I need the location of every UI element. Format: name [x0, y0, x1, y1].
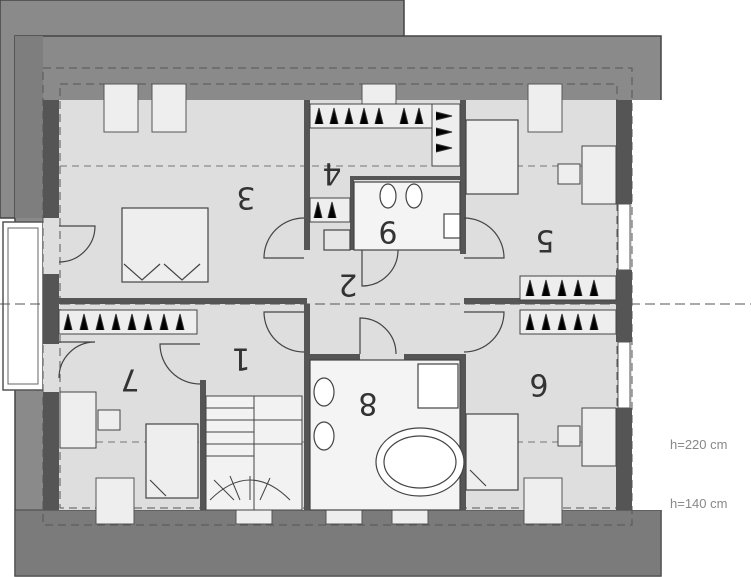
beds [121, 119, 519, 499]
skylights-top [103, 83, 563, 133]
balcony-rail [7, 227, 39, 385]
room-label-5: 5 [535, 223, 554, 258]
roof-left-band [15, 36, 43, 218]
window-right-1 [617, 203, 631, 271]
room-label-8: 8 [358, 386, 377, 421]
bathroom-fixtures [309, 181, 465, 511]
desks [59, 145, 617, 467]
window-right-2 [617, 341, 631, 409]
wall-left-lower [43, 392, 59, 510]
room-label-1: 1 [231, 341, 250, 376]
wall-left-upper [43, 100, 59, 218]
interior-walls [59, 100, 616, 510]
room-label-3: 3 [236, 180, 255, 215]
door-swings [58, 217, 505, 385]
height-label-140: h=140 cm [670, 496, 727, 511]
wardrobe-hatching [63, 107, 599, 331]
right-margin [632, 100, 751, 510]
room-label-9: 9 [378, 214, 397, 249]
wall-right-lower [616, 408, 632, 510]
wall-right-upper [616, 100, 632, 204]
room-label-6: 6 [529, 367, 548, 402]
balcony [2, 221, 44, 391]
room-label-2: 2 [338, 267, 357, 302]
room-label-4: 4 [322, 156, 341, 191]
wall-right-mid [616, 270, 632, 342]
staircase [205, 395, 303, 511]
wall-left-mid [43, 274, 59, 344]
height-label-220: h=220 cm [670, 437, 727, 452]
room-label-7: 7 [120, 362, 139, 397]
